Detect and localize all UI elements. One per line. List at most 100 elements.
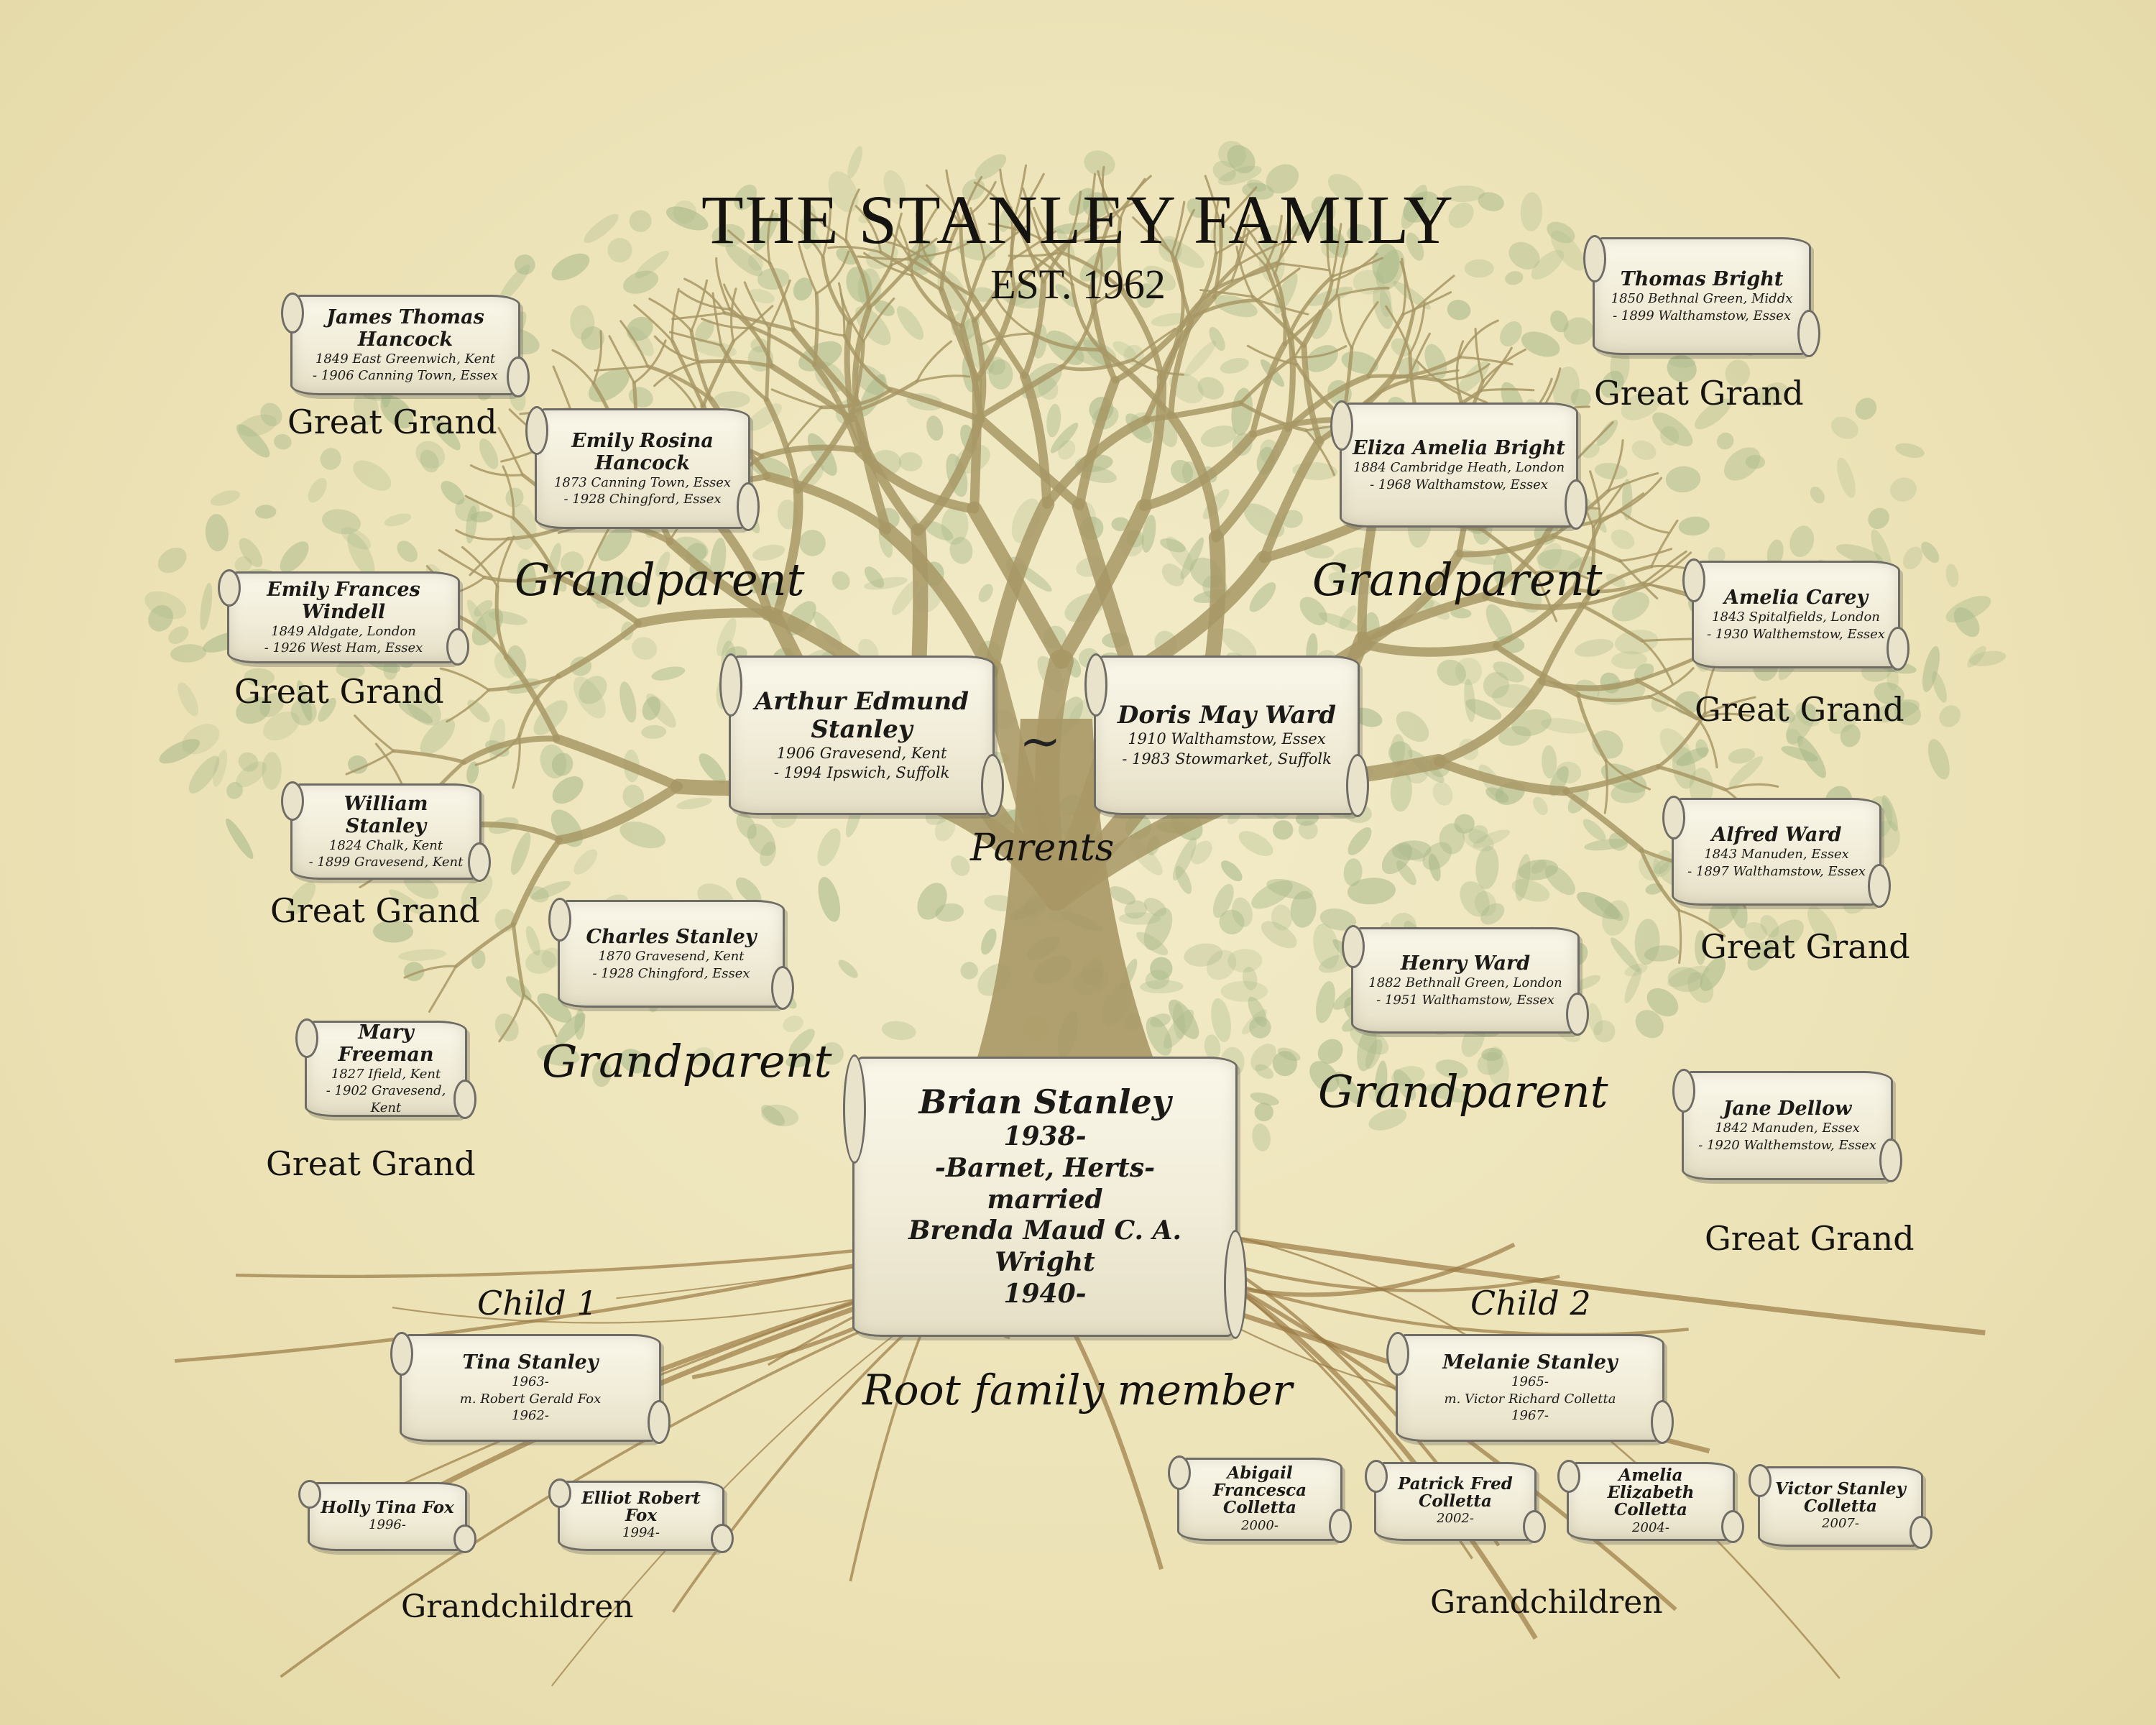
leaf — [1368, 1084, 1399, 1105]
branch — [1647, 551, 1692, 586]
branch — [897, 223, 913, 277]
branch — [1360, 640, 1501, 657]
leaf — [1309, 1061, 1340, 1092]
leaf — [505, 487, 524, 507]
leaf — [586, 574, 630, 594]
leaf — [1547, 221, 1575, 244]
person-name: Tina Stanley — [462, 1351, 599, 1374]
leaf — [318, 697, 336, 722]
leaf — [1038, 376, 1059, 400]
leaf — [1600, 370, 1624, 398]
branch — [648, 298, 693, 332]
branch — [497, 426, 524, 477]
branch — [969, 207, 986, 260]
leaf — [1575, 638, 1614, 657]
branch — [908, 257, 974, 298]
person-name: Victor Stanley Colletta — [1775, 1479, 1906, 1517]
leaf — [1521, 331, 1560, 357]
leaf — [398, 949, 447, 962]
leaf — [641, 724, 667, 739]
leaf — [881, 1021, 916, 1041]
person-name: Charles Stanley — [586, 926, 757, 949]
leaf — [1108, 886, 1136, 905]
leaf — [1327, 174, 1364, 203]
leaf — [1403, 191, 1439, 223]
branch — [555, 781, 683, 845]
leaf — [1298, 821, 1318, 840]
branch — [1607, 438, 1624, 492]
branch — [1641, 638, 1696, 643]
leaf — [1079, 246, 1118, 282]
leaf — [467, 699, 490, 722]
spouse-birth: 1967- — [1511, 1408, 1549, 1424]
branch — [1576, 693, 1651, 702]
leaf — [1406, 232, 1424, 261]
leaf — [1318, 222, 1349, 258]
leaf — [205, 514, 229, 552]
leaf — [934, 815, 956, 842]
leaf — [200, 582, 213, 630]
leaf — [1231, 387, 1253, 436]
label-grandparent: Grandparent — [1312, 553, 1603, 606]
leaf — [157, 547, 187, 574]
leaf — [1665, 466, 1701, 493]
leaf — [1190, 840, 1212, 865]
leaf — [1396, 711, 1429, 742]
leaf — [1143, 265, 1176, 291]
branch — [1571, 581, 1646, 594]
leaf — [1227, 949, 1263, 973]
leaf — [1464, 259, 1494, 278]
leaf — [1570, 388, 1591, 408]
leaf — [1251, 880, 1293, 909]
leaf — [1594, 462, 1628, 480]
leaf — [1830, 416, 1858, 439]
leaf — [752, 544, 786, 561]
branch — [1033, 206, 1063, 254]
leaf — [1582, 443, 1600, 459]
leaf — [1428, 853, 1441, 882]
scroll-patrick-fred-colletta: Patrick Fred Colletta 2002- — [1365, 1460, 1546, 1543]
branch — [770, 486, 803, 624]
branch — [1482, 523, 1554, 599]
leaf — [1592, 730, 1623, 759]
leaf — [1902, 546, 1923, 570]
leaf — [1895, 443, 1925, 458]
branch — [1067, 231, 1074, 286]
branch — [653, 360, 703, 387]
leaf — [1728, 748, 1756, 764]
leaf — [975, 154, 1007, 180]
branch — [1008, 252, 1063, 257]
person-name: William Stanley — [344, 792, 428, 837]
branch — [469, 537, 510, 576]
branch — [1562, 763, 1662, 794]
branch — [1455, 340, 1465, 395]
branch — [819, 387, 893, 410]
branch — [803, 206, 847, 242]
leaf — [308, 477, 327, 503]
scroll-william-stanley: William Stanley 1824 Chalk, Kent - 1899 … — [281, 781, 491, 882]
label-grandparent: Grandparent — [515, 553, 805, 606]
branch — [592, 330, 603, 385]
scroll-emily-rosina-hancock: Emily Rosina Hancock 1873 Canning Town, … — [525, 406, 760, 531]
leaf — [1563, 317, 1594, 345]
branch — [683, 277, 726, 315]
leaf — [170, 644, 207, 663]
person-birth: 1873 Canning Town, Essex — [553, 474, 732, 490]
label-parents: Parents — [970, 827, 1115, 870]
branch — [608, 335, 635, 384]
leaf — [1921, 541, 1940, 564]
leaf — [628, 387, 653, 408]
person-birth: 1938- — [1003, 1121, 1087, 1151]
branch — [993, 295, 1033, 335]
branch — [1158, 294, 1217, 381]
scroll-doris-may-ward: Doris May Ward 1910 Walthamstow, Essex -… — [1084, 653, 1369, 818]
leaf — [1760, 915, 1779, 938]
branch — [1656, 712, 1707, 769]
branch — [1331, 257, 1383, 277]
leaf — [1118, 912, 1161, 925]
branch — [1437, 363, 1491, 382]
leaf — [541, 947, 562, 968]
leaf — [238, 752, 259, 772]
leaf — [1786, 704, 1816, 745]
person-birth: 1850 Bethnal Green, Middx — [1611, 291, 1793, 307]
